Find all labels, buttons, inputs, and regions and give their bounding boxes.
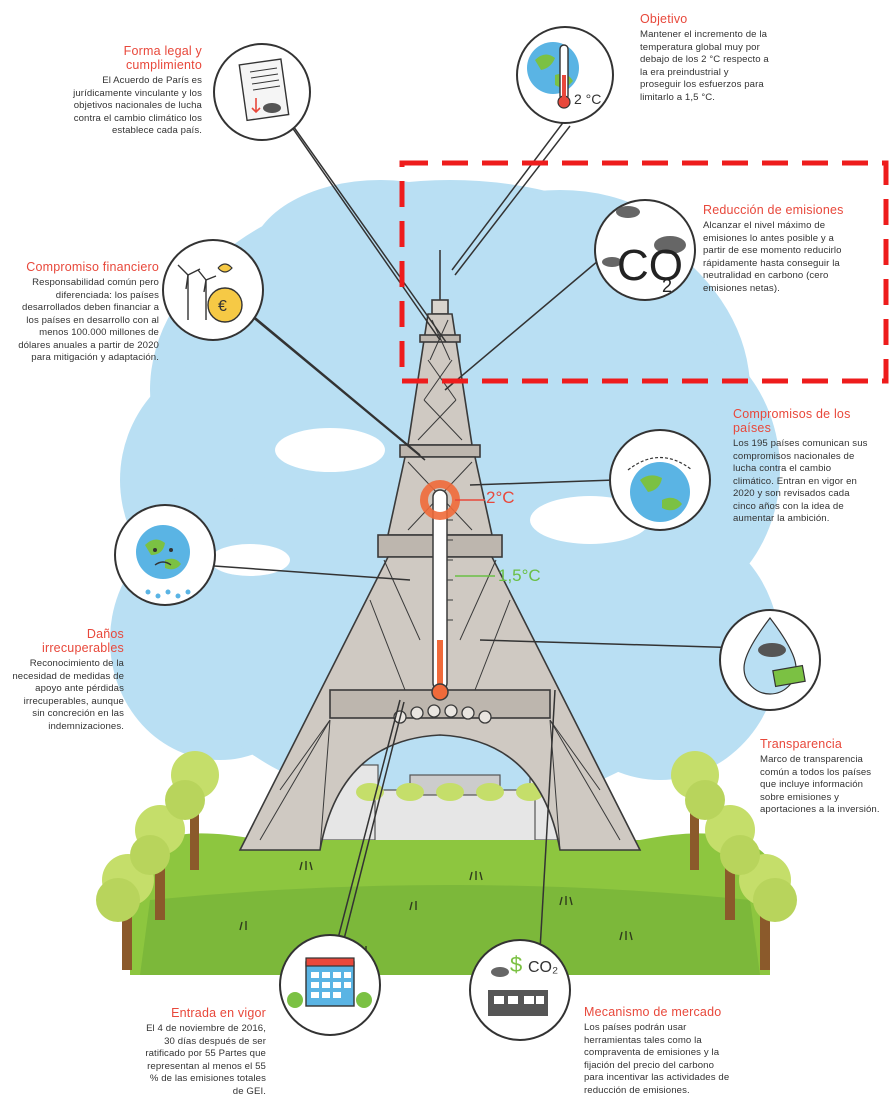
callout-text: El 4 de noviembre de 2016, 30 días despu… xyxy=(145,1023,266,1097)
callout-objetivo: Objetivo Mantener el incremento de la te… xyxy=(640,12,770,104)
callout-title: Entrada en vigor xyxy=(171,1006,266,1020)
thermo-icon-label: 2 °C xyxy=(574,91,601,107)
callout-title: Forma legal y cumplimiento xyxy=(123,44,202,72)
callout-title: Compromisos de los países xyxy=(733,407,851,435)
callout-text: Marco de transparencia común a todos los… xyxy=(760,754,880,815)
callout-transparencia: Transparencia Marco de transparencia com… xyxy=(760,737,885,817)
callout-reduccion: Reducción de emisiones Alcanzar el nivel… xyxy=(703,203,853,295)
co2-subscript: 2 xyxy=(662,276,672,296)
callout-title: Transparencia xyxy=(760,737,843,751)
tower-rings xyxy=(393,704,492,724)
callout-title: Mecanismo de mercado xyxy=(584,1005,722,1019)
callout-text: Los 195 países comunican sus compromisos… xyxy=(733,438,868,524)
euro-symbol: € xyxy=(218,298,227,315)
temp-15c-label: 1,5°C xyxy=(498,566,541,585)
circle-mercado: $ CO₂ xyxy=(469,939,571,1041)
co2-small-text: CO₂ xyxy=(528,959,558,976)
circle-vigor xyxy=(279,934,381,1036)
callout-text: Mantener el incremento de la temperatura… xyxy=(640,29,769,103)
grass-dark xyxy=(140,885,760,975)
callout-text: El Acuerdo de París es jurídicamente vin… xyxy=(73,75,202,136)
dollar-symbol: $ xyxy=(510,952,522,977)
callout-danos: Daños irrecuperables Reconocimiento de l… xyxy=(12,627,124,733)
callout-compromisos-paises: Compromisos de los países Los 195 países… xyxy=(733,407,873,526)
callout-title: Compromiso financiero xyxy=(26,260,159,274)
callout-entrada-vigor: Entrada en vigor El 4 de noviembre de 20… xyxy=(140,1006,266,1098)
circle-transparencia xyxy=(719,609,821,711)
circle-paises xyxy=(609,429,711,531)
callout-forma-legal: Forma legal y cumplimiento El Acuerdo de… xyxy=(52,44,202,138)
callout-title: Objetivo xyxy=(640,12,688,26)
callout-mercado: Mecanismo de mercado Los países podrán u… xyxy=(584,1005,734,1097)
circle-financiero: € xyxy=(162,239,264,341)
callout-compromiso-financiero: Compromiso financiero Responsabilidad co… xyxy=(12,260,159,365)
trees-left xyxy=(96,751,219,970)
highlight-box xyxy=(399,160,889,384)
callout-title: Daños irrecuperables xyxy=(41,627,124,655)
circle-legal xyxy=(213,43,311,141)
leader-lines xyxy=(199,109,746,956)
tower-lattice xyxy=(259,319,621,851)
thermometer xyxy=(420,480,495,701)
circle-co2: CO 2 xyxy=(594,199,696,301)
co2-text: CO xyxy=(617,241,683,290)
circle-objetivo: 2 °C xyxy=(516,26,614,124)
callout-title: Reducción de emisiones xyxy=(703,203,844,217)
callout-text: Alcanzar el nivel máximo de emisiones lo… xyxy=(703,220,842,294)
circle-danos xyxy=(114,504,216,606)
callout-text: Responsabilidad común pero diferenciada:… xyxy=(18,277,159,363)
bushes xyxy=(356,783,544,801)
white-clouds xyxy=(210,428,650,576)
callout-text: Los países podrán usar herramientas tale… xyxy=(584,1022,730,1096)
callout-text: Reconocimiento de la necesidad de medida… xyxy=(12,658,124,732)
temp-2c-label: 2°C xyxy=(486,488,515,507)
trees-right xyxy=(671,751,797,970)
